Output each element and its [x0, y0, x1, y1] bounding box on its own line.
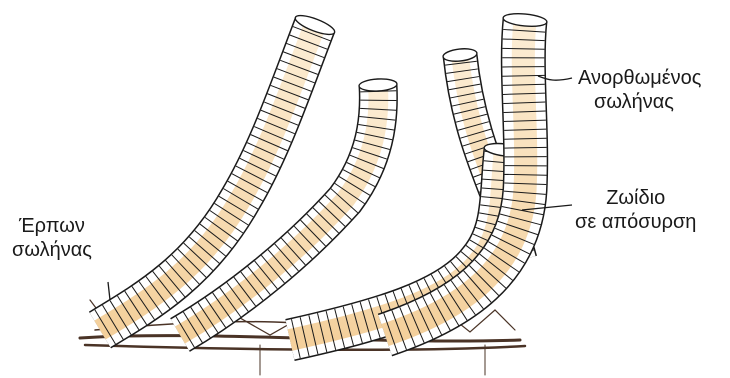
label-upright-tube: Ανορθωμένος σωλήνας [578, 66, 701, 114]
label-retracted-zooid: Ζωίδιο σε απόσυρση [575, 186, 696, 234]
label-creeping-tube-line2: σωλήνας [12, 238, 92, 262]
label-upright-tube-line2: σωλήνας [578, 90, 701, 114]
label-creeping-tube-line1: Έρπων [12, 214, 92, 238]
label-creeping-tube: Έρπων σωλήνας [12, 214, 92, 262]
label-upright-tube-line1: Ανορθωμένος [578, 66, 701, 90]
label-retracted-zooid-line1: Ζωίδιο [575, 186, 696, 210]
tubes-group [95, 12, 548, 358]
label-retracted-zooid-line2: σε απόσυρση [575, 210, 696, 234]
upright-tube-tall-ring [505, 147, 547, 148]
